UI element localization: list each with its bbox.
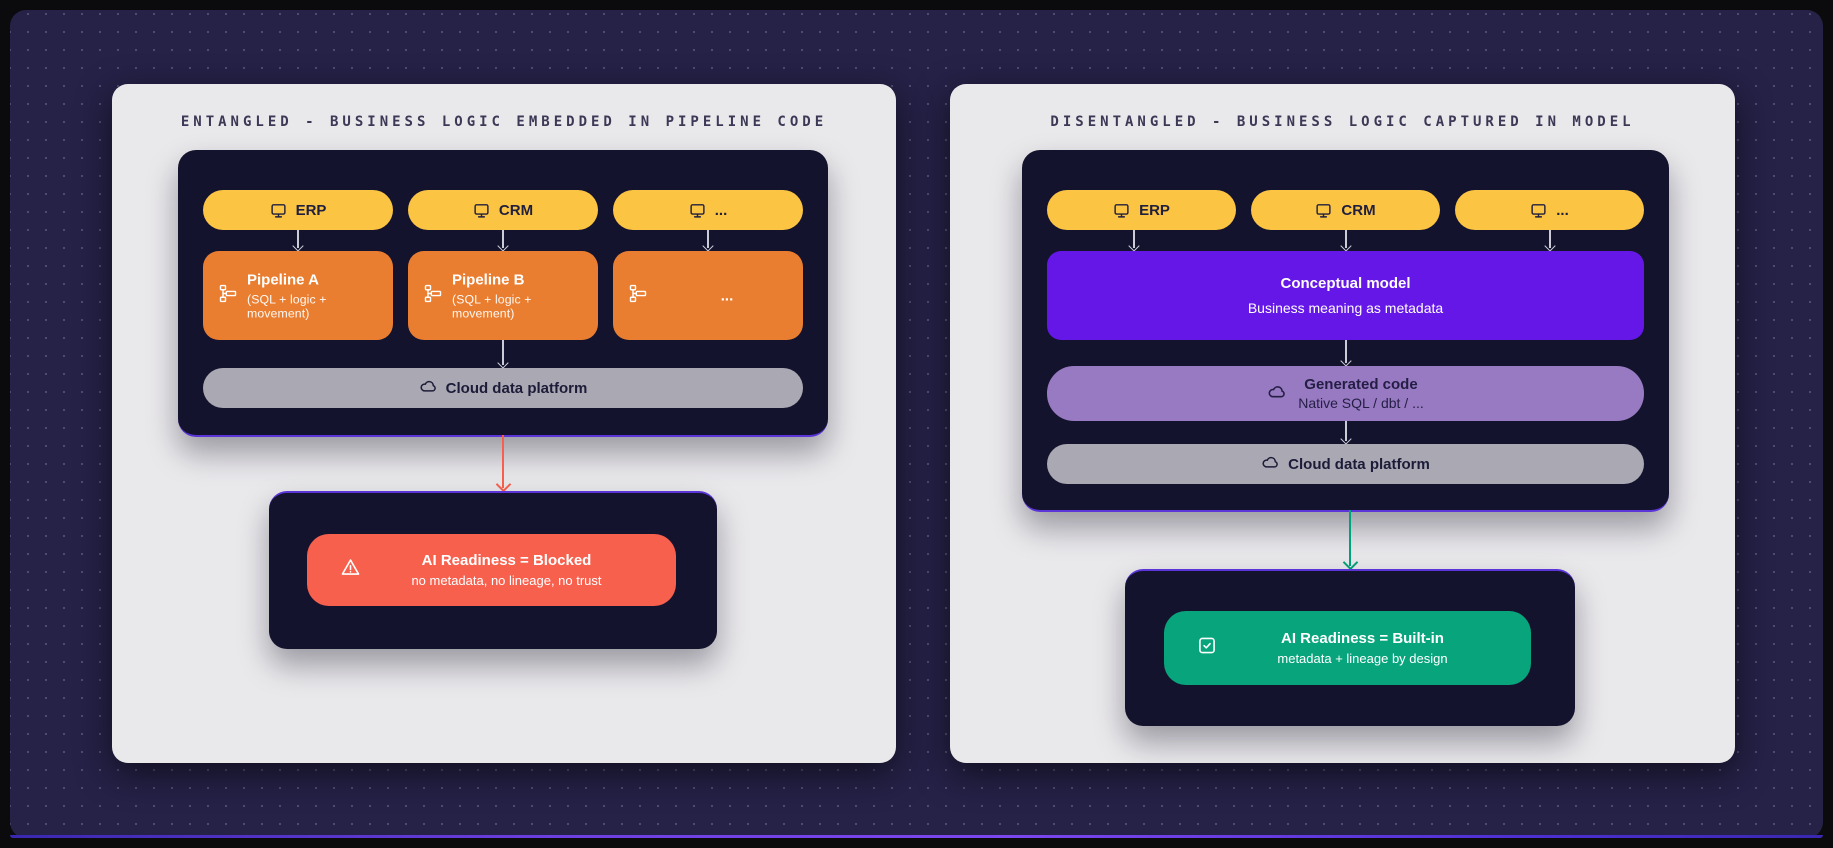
blocked-result-node: AI Readiness = Blocked no metadata, no l…: [307, 534, 676, 606]
monitor-icon: [473, 202, 490, 219]
conceptual-model-title: Conceptual model: [1280, 275, 1411, 292]
source-pill-label: ...: [714, 201, 728, 219]
disentangled-panel-title: DISENTANGLED - BUSINESS LOGIC CAPTURED I…: [1050, 114, 1635, 130]
source-pill-label: ...: [1556, 201, 1569, 219]
pipeline-subtitle: (SQL + logic + movement): [247, 292, 327, 320]
cloud-icon: [1267, 382, 1286, 406]
generated-code-title: Generated code: [1304, 376, 1418, 393]
builtin-result-node: AI Readiness = Built-in metadata + linea…: [1164, 611, 1531, 685]
arrow-down-icon: [1338, 421, 1354, 445]
arrow-down-icon: [1542, 230, 1558, 252]
monitor-icon: [1113, 202, 1130, 219]
entangled-pipeline-container: ERP CRM ... Pipeline A (SQL + logic + mo…: [178, 150, 828, 437]
check-square-icon: [1197, 636, 1217, 661]
diagram-background: ENTANGLED - BUSINESS LOGIC EMBEDDED IN P…: [10, 10, 1823, 838]
builtin-arrow-icon: [1342, 510, 1359, 571]
pipeline-b-node: Pipeline B (SQL + logic + movement): [408, 251, 598, 340]
pipeline-title: Pipeline A: [247, 271, 319, 288]
pipeline-subtitle: (SQL + logic + movement): [452, 292, 532, 320]
workflow-icon: [628, 283, 648, 308]
arrow-down-icon: [1126, 230, 1142, 252]
monitor-icon: [689, 202, 706, 219]
monitor-icon: [1530, 202, 1547, 219]
entangled-result-container: AI Readiness = Blocked no metadata, no l…: [269, 491, 717, 649]
arrow-down-icon: [1338, 340, 1354, 367]
conceptual-model-subtitle: Business meaning as metadata: [1247, 300, 1444, 316]
result-title: AI Readiness = Built-in: [1281, 630, 1444, 647]
cloud-icon: [419, 377, 437, 399]
cloud-platform-label: Cloud data platform: [445, 379, 588, 397]
workflow-icon: [218, 283, 238, 308]
warning-icon: [340, 557, 361, 583]
source-pill-erp: ERP: [203, 190, 393, 230]
cloud-platform-node: Cloud data platform: [203, 368, 803, 408]
arrow-down-icon: [495, 230, 511, 252]
cloud-icon: [1261, 453, 1279, 475]
source-pill-other: ...: [613, 190, 803, 230]
source-pill-crm: CRM: [408, 190, 598, 230]
pipeline-title: Pipeline B: [452, 271, 525, 288]
arrow-down-icon: [495, 340, 511, 369]
source-pill-other: ...: [1455, 190, 1644, 230]
arrow-down-icon: [1338, 230, 1354, 252]
generated-code-node: Generated code Native SQL / dbt / ...: [1047, 366, 1644, 421]
result-subtitle: metadata + lineage by design: [1277, 651, 1448, 666]
result-subtitle: no metadata, no lineage, no trust: [411, 573, 602, 588]
result-title: AI Readiness = Blocked: [421, 552, 592, 569]
disentangled-panel: DISENTANGLED - BUSINESS LOGIC CAPTURED I…: [950, 84, 1735, 763]
disentangled-result-container: AI Readiness = Built-in metadata + linea…: [1125, 569, 1575, 726]
arrow-down-icon: [700, 230, 716, 252]
monitor-icon: [270, 202, 287, 219]
source-pill-label: ERP: [295, 201, 327, 219]
cloud-platform-node: Cloud data platform: [1047, 444, 1644, 484]
source-pill-label: CRM: [1341, 201, 1376, 219]
generated-code-subtitle: Native SQL / dbt / ...: [1298, 395, 1424, 411]
entangled-panel-title: ENTANGLED - BUSINESS LOGIC EMBEDDED IN P…: [180, 114, 828, 130]
source-pill-crm: CRM: [1251, 190, 1440, 230]
arrow-down-icon: [290, 230, 306, 252]
blocked-arrow-icon: [495, 435, 512, 493]
bottom-accent-line: [10, 835, 1823, 838]
entangled-panel: ENTANGLED - BUSINESS LOGIC EMBEDDED IN P…: [112, 84, 896, 763]
source-pill-erp: ERP: [1047, 190, 1236, 230]
pipeline-other-node: ...: [613, 251, 803, 340]
source-pill-label: CRM: [498, 201, 534, 219]
source-pill-label: ERP: [1139, 201, 1170, 219]
disentangled-model-container: ERP CRM ... Conceptual model Business me…: [1022, 150, 1669, 512]
pipeline-a-node: Pipeline A (SQL + logic + movement): [203, 251, 393, 340]
pipeline-title: ...: [720, 287, 734, 304]
monitor-icon: [1315, 202, 1332, 219]
workflow-icon: [423, 283, 443, 308]
conceptual-model-node: Conceptual model Business meaning as met…: [1047, 251, 1644, 340]
cloud-platform-label: Cloud data platform: [1288, 455, 1430, 473]
